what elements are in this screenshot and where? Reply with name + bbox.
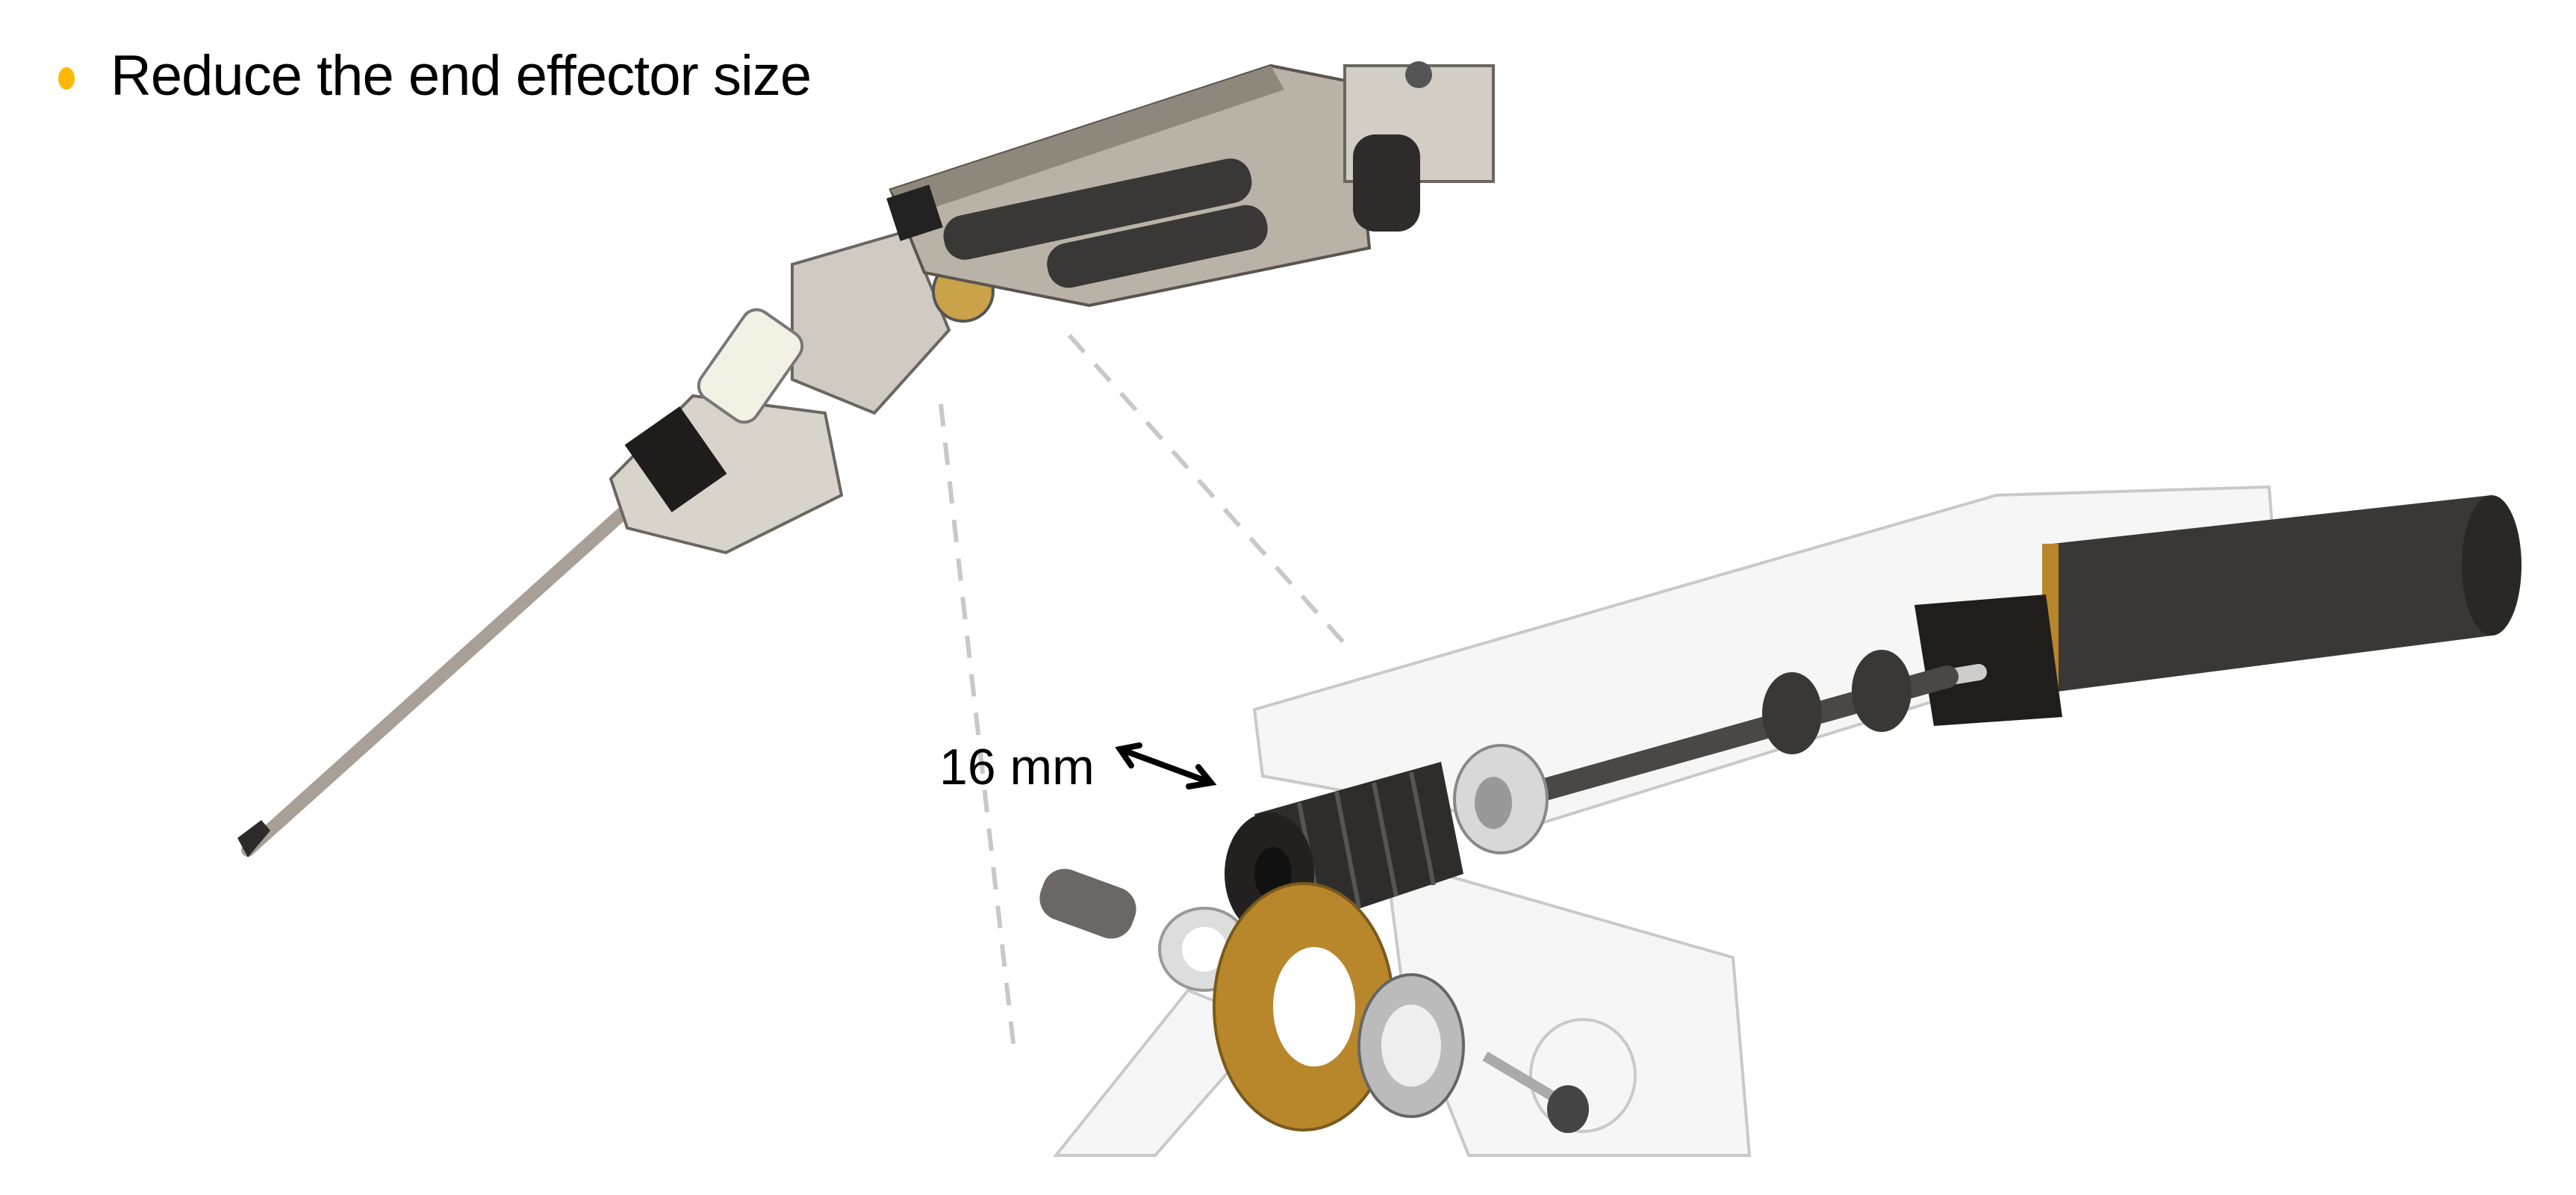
- dimension-arrow: [1115, 742, 1217, 789]
- zoom-guide-line: [1067, 334, 1347, 645]
- slide-bullet-text: Reduce the end effector size: [111, 44, 812, 108]
- end-effector-assembly: [237, 61, 1495, 857]
- exploded-view: [1039, 485, 2521, 1157]
- dimension-label: 16 mm: [939, 739, 1095, 795]
- zoom-guide-line: [939, 403, 1017, 1057]
- bullet-dot: [58, 67, 75, 90]
